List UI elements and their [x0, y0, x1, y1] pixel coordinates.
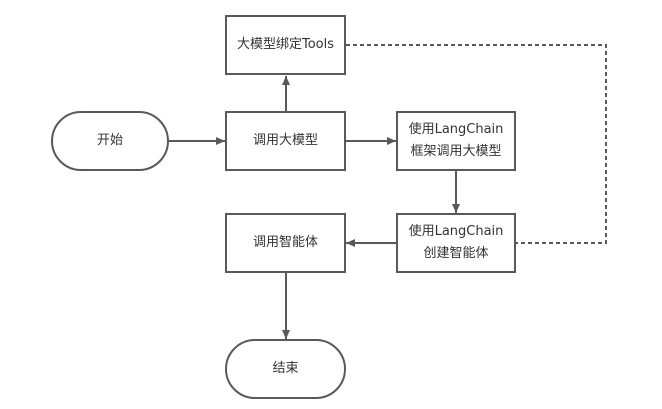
- call-agent-label: 调用智能体: [252, 235, 318, 250]
- start-node: 开始: [51, 111, 169, 171]
- langchain-llm-line1: 使用LangChain: [408, 122, 504, 137]
- call-llm-label: 调用大模型: [252, 133, 318, 148]
- start-label: 开始: [96, 133, 123, 148]
- end-label: 结束: [272, 361, 299, 376]
- langchain-llm-node: 使用LangChain 框架调用大模型: [396, 111, 516, 171]
- call-agent-node: 调用智能体: [225, 213, 346, 273]
- langchain-agent-line1: 使用LangChain: [408, 224, 504, 239]
- bind-tools-node: 大模型绑定Tools: [225, 15, 346, 75]
- langchain-agent-line2: 创建智能体: [423, 246, 489, 261]
- bind-tools-label: 大模型绑定Tools: [236, 37, 335, 52]
- end-node: 结束: [225, 339, 346, 399]
- langchain-llm-line2: 框架调用大模型: [410, 144, 502, 159]
- langchain-agent-node: 使用LangChain 创建智能体: [396, 213, 516, 273]
- dashed-link-tools-to-agent: [346, 44, 607, 244]
- call-llm-node: 调用大模型: [225, 111, 346, 171]
